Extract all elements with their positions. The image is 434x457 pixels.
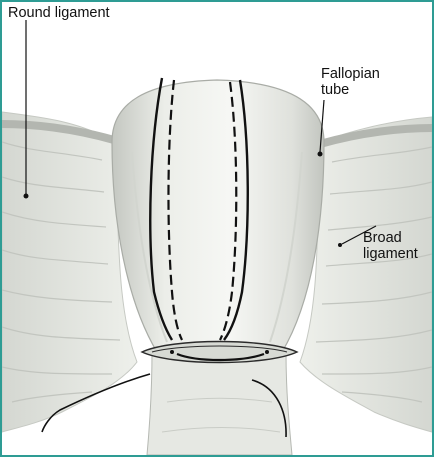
fallopian-tube-label: Fallopian tube — [321, 66, 380, 98]
uterus-body — [112, 80, 324, 360]
broad-ligament-label: Broad ligament — [363, 230, 418, 262]
round-ligament-label: Round ligament — [8, 5, 110, 21]
cervix — [147, 352, 292, 455]
